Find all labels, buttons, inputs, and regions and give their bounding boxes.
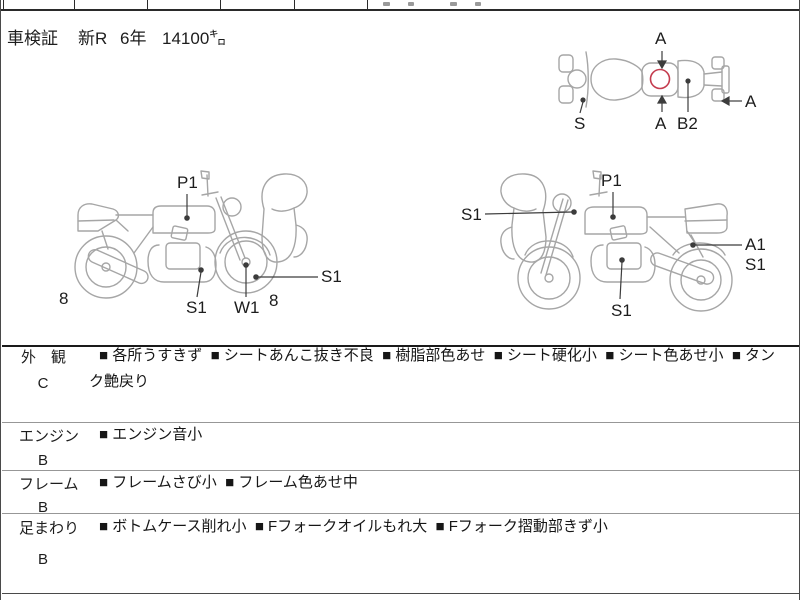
row-bottom-border: [1, 9, 799, 11]
code-label-s1-bottom: S1: [611, 301, 632, 320]
table-top-border: [2, 345, 799, 347]
registration-era: 新R: [78, 29, 108, 48]
code-label-a1: A1: [745, 235, 766, 254]
code-label-w1: W1: [234, 298, 260, 317]
section-grade: B: [37, 452, 48, 469]
section-label: フレーム: [19, 476, 79, 493]
column-divider: [147, 0, 148, 9]
section-label: エンジン: [19, 428, 80, 445]
section-label: 外 観: [21, 349, 67, 366]
defect-items: ■ エンジン音小: [99, 426, 203, 443]
defect-items: ■ フレームさび小 ■ フレーム色あせ中: [99, 474, 358, 491]
column-divider: [220, 0, 221, 9]
section-grade: B: [37, 499, 48, 516]
mileage-value: 14100㌔: [162, 29, 227, 48]
section-grade: B: [37, 551, 48, 568]
damage-mark-circle: [649, 68, 671, 90]
clipped-text-remnant: [475, 2, 481, 6]
registration-year: 6年: [120, 29, 147, 48]
section-grade: C: [37, 375, 49, 392]
clipped-text-remnant: [450, 2, 457, 6]
code-label-p1: P1: [601, 171, 622, 190]
leader-lines: [184, 194, 318, 298]
code-label-a-right: A: [745, 92, 757, 111]
code-label-s1-right: S1: [745, 255, 766, 274]
column-divider: [367, 0, 368, 9]
shaken-label: 車検証: [7, 29, 58, 48]
leader-lines: [484, 192, 742, 300]
row-divider: [2, 422, 799, 423]
motorcycle-side-art: [74, 170, 318, 299]
section-label: 足まわり: [19, 520, 80, 537]
code-label-a-top: A: [655, 29, 667, 48]
diagram-right-profile: P1 S1 W1 S1 8 8: [56, 165, 346, 330]
code-label-s: S: [574, 114, 586, 133]
code-label-b2: B2: [677, 114, 698, 133]
clipped-text-remnant: [408, 2, 414, 6]
code-label-p1: P1: [177, 173, 198, 192]
defect-items: ■ 各所うすきず ■ シートあんこ抜き不良 ■ 樹脂部色あせ ■ シート硬化小 …: [89, 347, 776, 390]
diagram-top-view: A S A B2 A: [546, 28, 761, 140]
column-divider: [74, 0, 75, 9]
clipped-text-remnant: [383, 2, 390, 6]
code-label-8-left: 8: [59, 289, 69, 308]
motorcycle-top-view-art: [558, 51, 742, 114]
column-divider: [3, 0, 4, 9]
leader-lines: [579, 51, 742, 114]
code-label-s1-left: S1: [461, 205, 482, 224]
code-label-8-right: 8: [269, 291, 279, 310]
row-divider: [2, 470, 799, 471]
motorcycle-side-art: [484, 170, 742, 312]
column-divider: [294, 0, 295, 9]
table-bottom-border: [2, 593, 799, 594]
defect-items: ■ ボトムケース削れ小 ■ Fフォークオイルもれ大 ■ Fフォーク摺動部きず小: [99, 518, 608, 535]
code-label-s1-right: S1: [321, 267, 342, 286]
code-label-s1-bottom: S1: [186, 298, 207, 317]
code-label-a-bottom: A: [655, 114, 667, 133]
diagram-left-profile: S1 P1 S1 A1 S1: [451, 165, 771, 330]
row-divider: [2, 513, 799, 514]
